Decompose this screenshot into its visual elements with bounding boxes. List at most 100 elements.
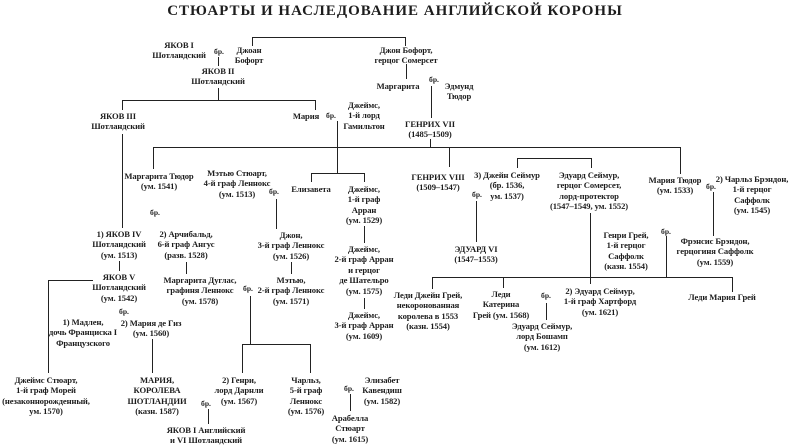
person-node-henry7: ГЕНРИХ VII (1485–1509) [404,119,456,140]
connector-line [364,226,366,243]
connector-line [432,277,733,279]
person-node-edmund-tudor: Эдмунд Тюдор [444,81,474,102]
person-node-katherine-grey: Леди Катерина Грей (ум. 1568) [472,289,530,320]
connector-line [119,261,121,271]
person-node-james-arran3: Джеймс, 3-й граф Арран (ум. 1609) [334,310,394,341]
connector-line [153,147,681,149]
person-node-elizaveta-hamilton: Елизавета [291,184,331,194]
connector-line [364,298,366,309]
connector-line [252,37,254,46]
connector-line [218,88,220,100]
connector-line [291,262,293,274]
connector-line [186,262,188,274]
person-node-edward-seymour-somerset: Эдуард Сеймур, герцог Сомерсет, лорд-про… [549,170,629,212]
connector-line [517,158,519,168]
person-node-edward6: ЭДУАРД VI (1547–1553) [454,244,498,265]
connector-line [153,147,155,169]
connector-line [350,394,352,411]
person-node-madlen: 1) Мадлен, дочь Франциска I Французского [48,317,118,348]
person-node-margaret-tudor: Маргарита Тюдор (ум. 1541) [124,171,194,192]
person-node-charles-brandon: 2) Чарльз Брэндон, 1-й герцог Саффолк (у… [715,174,789,216]
person-node-matthew-lennox2: Мэтью, 2-й граф Леннокс (ум. 1571) [257,275,325,306]
marriage-label: бр. [706,182,716,191]
marriage-label: бр. [326,111,336,120]
connector-line [546,303,548,320]
marriage-label: бр. [119,307,129,316]
connector-line [713,192,715,236]
connector-line [476,201,478,242]
connector-line [122,100,124,110]
marriage-label: бр. [269,187,279,196]
connector-line [432,277,434,289]
person-node-james-arran1: Джеймс, 1-й граф Арран (ум. 1529) [345,184,383,226]
connector-line [430,139,432,147]
person-node-jacob1-english: ЯКОВ I Английский и VI Шотландский [166,425,246,446]
connector-line [449,147,451,167]
marriage-label: бр. [243,284,253,293]
connector-line [405,37,407,46]
diagram-title: Стюарты и наследование английской короны [167,3,623,19]
person-node-mary-tudor: Мария Тюдор (ум. 1533) [648,175,702,196]
person-node-elizabeth-cavendish: Элизабет Кавендиш (ум. 1582) [362,375,402,406]
marriage-label: бр. [541,291,551,300]
connector-line [590,213,592,284]
connector-line [152,339,154,373]
marriage-label: бр. [201,399,211,408]
connector-line [517,158,592,160]
connector-line [122,134,124,228]
connector-line [242,344,311,346]
person-node-mary-guise: 2) Мария де Гиз (ум. 1560) [120,318,182,339]
person-node-matthew-stewart-lennox4: Мэтью Стюарт, 4-й граф Леннокс (ум. 1513… [203,168,271,199]
person-node-charles-lennox5: Чарльз, 5-й граф Леннокс (ум. 1576) [287,375,325,417]
connector-line [218,57,220,66]
person-node-jacob4-scottish: 1) ЯКОВ IV Шотландский (ум. 1513) [92,229,146,260]
person-node-henry-darnley: 2) Генри, лорд Дарнли (ум. 1567) [214,375,264,406]
person-node-henry8: ГЕНРИХ VIII (1509–1547) [411,172,465,193]
marriage-label: бр. [429,75,439,84]
connector-line [431,86,433,118]
connector-line [276,199,278,229]
connector-line [732,277,734,292]
person-node-mary-queen-scots: МАРИЯ, КОРОЛЕВА ШОТЛАНДИИ (казн. 1587) [127,375,187,417]
marriage-label: бр. [472,190,482,199]
person-node-margaret-douglas: Маргарита Дуглас, графиня Леннокс (ум. 1… [163,275,237,306]
connector-line [364,173,366,182]
person-node-maria-stewart: Мария [292,111,320,121]
person-node-edward-seymour-hertford: 2) Эдуард Сеймур, 1-й граф Хартфорд (ум.… [563,286,637,317]
person-node-james-moray: Джеймс Стюарт, 1-й граф Морей (незаконно… [2,375,90,417]
connector-line [252,37,406,39]
person-node-edward-seymour-beauchamp: Эдуард Сеймур, лорд Бошамп (ум. 1612) [511,321,573,352]
connector-line [315,100,317,110]
person-node-jacob3-scottish: ЯКОВ III Шотландский [91,111,145,132]
person-node-arabella-stuart: Арабелла Стюарт (ум. 1615) [331,413,369,444]
person-node-joan-beaufort: Джоан Бофорт [234,45,264,66]
person-node-jacob1-scottish: ЯКОВ I Шотландский [152,40,206,61]
connector-line [666,236,668,277]
person-node-john-beaufort-somerset: Джон Бофорт, герцог Сомерсет [374,45,438,66]
connector-line [48,280,50,373]
person-node-james-hamilton: Джеймс, 1-й лорд Гамильтон [343,100,385,131]
person-node-mary-grey: Леди Мария Грей [688,292,756,302]
connector-line [310,344,312,373]
marriage-label: бр. [214,47,224,56]
marriage-label: бр. [344,384,354,393]
connector-line [250,296,252,344]
connector-line [406,64,408,79]
person-node-margarita-beaufort: Маргарита [376,81,420,91]
person-node-jane-grey: Леди Джейн Грей, некоронованная королева… [393,290,463,332]
person-node-jacob2-scottish: ЯКОВ II Шотландский [191,66,245,87]
person-node-jane-seymour: 3) Джейн Сеймур (бр. 1536, ум. 1537) [474,170,540,201]
person-node-jacob5-scottish: ЯКОВ V Шотландский (ум. 1542) [92,272,146,303]
person-node-henry-grey-suffolk: Генри Грей, 1-й герцог Саффолк (казн. 15… [603,230,649,272]
marriage-label: бр. [150,208,160,217]
connector-line [311,173,313,182]
connector-line [591,158,593,168]
marriage-label: бр. [661,227,671,236]
connector-line [208,409,210,424]
connector-line [122,100,316,102]
person-node-archibald-angus: 2) Арчибальд, 6-й граф Ангус (разв. 1528… [157,229,215,260]
connector-line [242,344,244,373]
connector-line [48,280,93,282]
person-node-frances-brandon: Фрэнсис Брэндон, герцогиня Саффолк (ум. … [676,236,754,267]
